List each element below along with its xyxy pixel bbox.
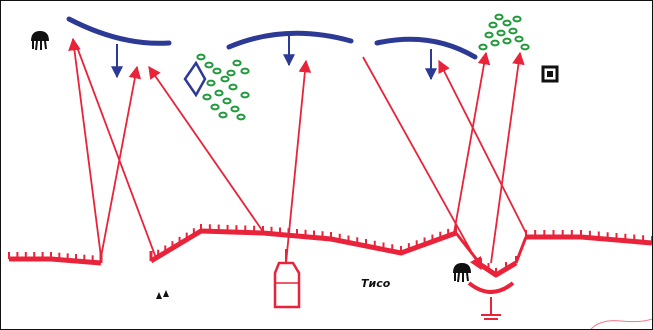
bubble: [218, 111, 228, 119]
ray: [453, 51, 491, 234]
square-icon: [541, 65, 559, 83]
bubble: [228, 83, 238, 91]
bubble: [240, 91, 250, 99]
bubble: [220, 75, 230, 83]
floor-segment: [149, 228, 457, 264]
floor-segment: [9, 256, 102, 266]
upper-surface-middle: [226, 30, 354, 50]
bubble-cluster-icon: [478, 13, 530, 51]
bubble: [520, 43, 530, 51]
ray: [490, 51, 525, 264]
bubble: [210, 103, 220, 111]
ray: [68, 37, 102, 258]
ray: [285, 59, 312, 264]
bubble: [490, 39, 500, 47]
bubble: [488, 21, 498, 29]
bubble: [202, 93, 212, 101]
jellyfish-icon: [453, 263, 471, 283]
upper-surface-left: [66, 16, 172, 46]
bubble: [196, 53, 206, 61]
bubble: [502, 19, 512, 27]
diamond-icon: [183, 60, 207, 98]
bubble: [226, 69, 236, 77]
ray: [148, 65, 265, 234]
bubble: [508, 27, 518, 35]
bubble: [502, 37, 512, 45]
floor-join: [514, 236, 528, 264]
bubble: [230, 105, 240, 113]
bubble: [232, 59, 242, 67]
center-label: Тисо: [361, 277, 391, 290]
upper-surfaces: [66, 16, 478, 81]
bubble: [484, 31, 494, 39]
bubble: [204, 61, 214, 69]
bubble: [222, 97, 232, 105]
floor-segment: [479, 260, 518, 278]
upper-surface-right: [374, 36, 478, 60]
bubble-cluster-icon: [196, 53, 250, 121]
floor-join: [454, 232, 483, 266]
ray: [76, 46, 157, 259]
acoustic-rays: [68, 37, 527, 271]
bubble: [212, 67, 222, 75]
bubble: [236, 113, 246, 121]
bubble: [512, 15, 522, 23]
sonar-transducer-icon: [273, 249, 301, 309]
bubble: [514, 35, 524, 43]
bubble: [240, 67, 250, 75]
corner-scribble: [590, 318, 652, 329]
ray: [362, 56, 482, 271]
jellyfish-icon: [31, 31, 49, 51]
sea-floor: [8, 224, 652, 278]
bubble: [206, 79, 216, 87]
ray: [100, 65, 142, 258]
bubble: [496, 29, 506, 37]
receiver-icon: [467, 281, 515, 320]
floor-segment: [526, 234, 652, 246]
ray: [438, 59, 527, 234]
bubble: [478, 43, 488, 51]
bubble: [214, 89, 224, 97]
bubble: [494, 13, 504, 21]
birds-icon: [156, 290, 169, 299]
